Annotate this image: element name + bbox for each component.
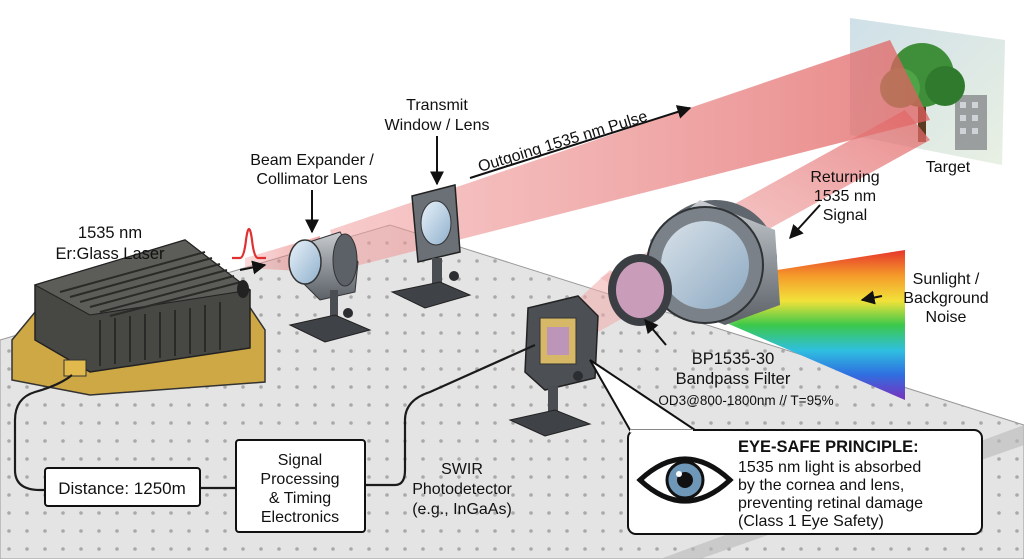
processing-label-3: & Timing <box>269 490 331 507</box>
expander-label-1: Beam Expander / <box>250 152 374 169</box>
receiver-telescope <box>646 200 780 325</box>
distance-display: Distance: 1250m <box>44 467 201 507</box>
filter-label-2: Bandpass Filter <box>676 370 791 388</box>
returning-label-2: 1535 nm <box>814 188 876 205</box>
sunlight-label-3: Noise <box>926 309 967 326</box>
eye-safe-line-4: (Class 1 Eye Safety) <box>738 513 884 530</box>
pulse-symbol <box>232 227 267 275</box>
distance-readout: Distance: 1250m <box>58 479 186 498</box>
detector-label-2: Photodetector <box>412 481 512 498</box>
signal-processing-box: Signal Processing & Timing Electronics <box>235 439 366 533</box>
laser-label-1: 1535 nm <box>78 224 142 242</box>
eye-safe-line-3: preventing retinal damage <box>738 495 923 512</box>
pointer-arrows <box>305 105 883 346</box>
sunlight-label-1: Sunlight / <box>913 271 980 288</box>
bandpass-filter <box>608 254 672 326</box>
laser-unit <box>11 239 266 396</box>
eye-safe-title: EYE-SAFE PRINCIPLE: <box>738 438 919 456</box>
beam-expander <box>288 231 372 343</box>
processing-label-4: Electronics <box>261 509 339 526</box>
returning-label-3: Signal <box>823 207 867 224</box>
eye-safe-line-1: 1535 nm light is absorbed <box>738 459 921 476</box>
transmit-window <box>390 184 472 309</box>
detector-label-3: (e.g., InGaAs) <box>412 501 512 518</box>
window-label-1: Transmit <box>406 97 468 114</box>
eye-icon <box>636 456 734 504</box>
returning-label-1: Returning <box>810 169 879 186</box>
window-label-2: Window / Lens <box>385 117 490 134</box>
expander-label-2: Collimator Lens <box>256 171 367 188</box>
sunlight-label-2: Background <box>903 290 988 307</box>
swir-detector <box>508 295 599 437</box>
target-label: Target <box>926 159 971 176</box>
eye-safe-callout: EYE-SAFE PRINCIPLE: 1535 nm light is abs… <box>589 359 983 535</box>
signal-cables <box>13 343 536 492</box>
processing-label-1: Signal <box>278 452 322 469</box>
processing-label-2: Processing <box>260 471 339 488</box>
laser-label-2: Er:Glass Laser <box>55 245 165 263</box>
detector-label-1: SWIR <box>441 461 483 478</box>
eye-safe-line-2: by the cornea and lens, <box>738 477 904 494</box>
filter-label-1: BP1535-30 <box>692 350 775 368</box>
filter-label-3: OD3@800-1800nm // T=95% <box>658 393 833 408</box>
